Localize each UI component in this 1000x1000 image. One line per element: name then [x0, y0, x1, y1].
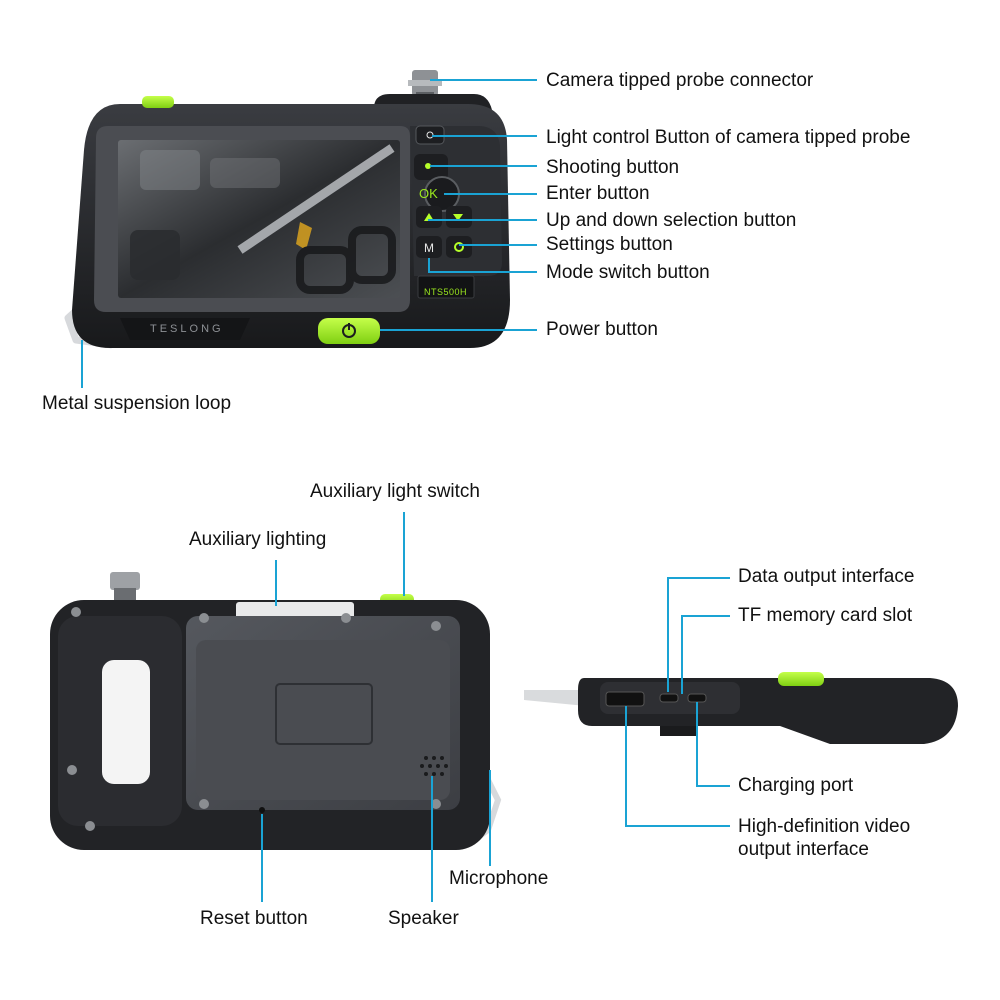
- top-green-button: [142, 96, 174, 108]
- ok-label: OK: [419, 186, 438, 201]
- data-port: [659, 693, 679, 703]
- label-speaker: Speaker: [388, 908, 459, 929]
- power-button[interactable]: [318, 318, 380, 344]
- label-suspension-loop: Metal suspension loop: [42, 393, 232, 414]
- label-mode-switch: Mode switch button: [546, 262, 710, 283]
- model-badge: [417, 275, 475, 299]
- label-probe-connector: Camera tipped probe connector: [546, 70, 814, 91]
- charging-port: [687, 693, 707, 703]
- settings-button[interactable]: [446, 236, 472, 258]
- label-up-down: Up and down selection button: [546, 210, 797, 231]
- hdmi-port: [605, 691, 645, 707]
- aux-lighting-window: [236, 602, 354, 620]
- label-hd-video-line1: High-definition video: [738, 816, 911, 837]
- label-charging: Charging port: [738, 775, 854, 796]
- mode-button[interactable]: [416, 236, 442, 258]
- model-label: NTS500H: [424, 287, 468, 297]
- side-power-button: [778, 672, 824, 686]
- speaker-grille: [420, 756, 448, 776]
- back-device: [50, 572, 502, 850]
- mode-label: M: [424, 241, 434, 255]
- screen-image: [130, 144, 396, 294]
- leader-lines: [81, 79, 730, 902]
- brand-label: TESLONG: [150, 323, 224, 335]
- label-settings: Settings button: [546, 234, 673, 255]
- label-aux-lighting: Auxiliary lighting: [189, 529, 327, 550]
- label-light-control: Light control Button of camera tipped pr…: [546, 127, 911, 148]
- label-data-output: Data output interface: [738, 566, 915, 587]
- label-enter: Enter button: [546, 183, 650, 204]
- label-aux-light-switch: Auxiliary light switch: [310, 481, 480, 502]
- gear-icon: [454, 242, 464, 252]
- label-microphone: Microphone: [449, 868, 549, 889]
- label-reset: Reset button: [200, 908, 308, 929]
- display-screen: [118, 140, 400, 298]
- front-device: [64, 70, 510, 349]
- label-hd-video-line2: output interface: [738, 839, 869, 860]
- label-shooting: Shooting button: [546, 157, 680, 178]
- reset-button-hole[interactable]: [259, 807, 265, 813]
- label-power: Power button: [546, 319, 658, 340]
- side-device: [524, 672, 958, 744]
- label-hd-video: High-definition video output interface: [738, 815, 910, 861]
- back-label-window: [102, 660, 150, 784]
- label-tf-slot: TF memory card slot: [738, 605, 913, 626]
